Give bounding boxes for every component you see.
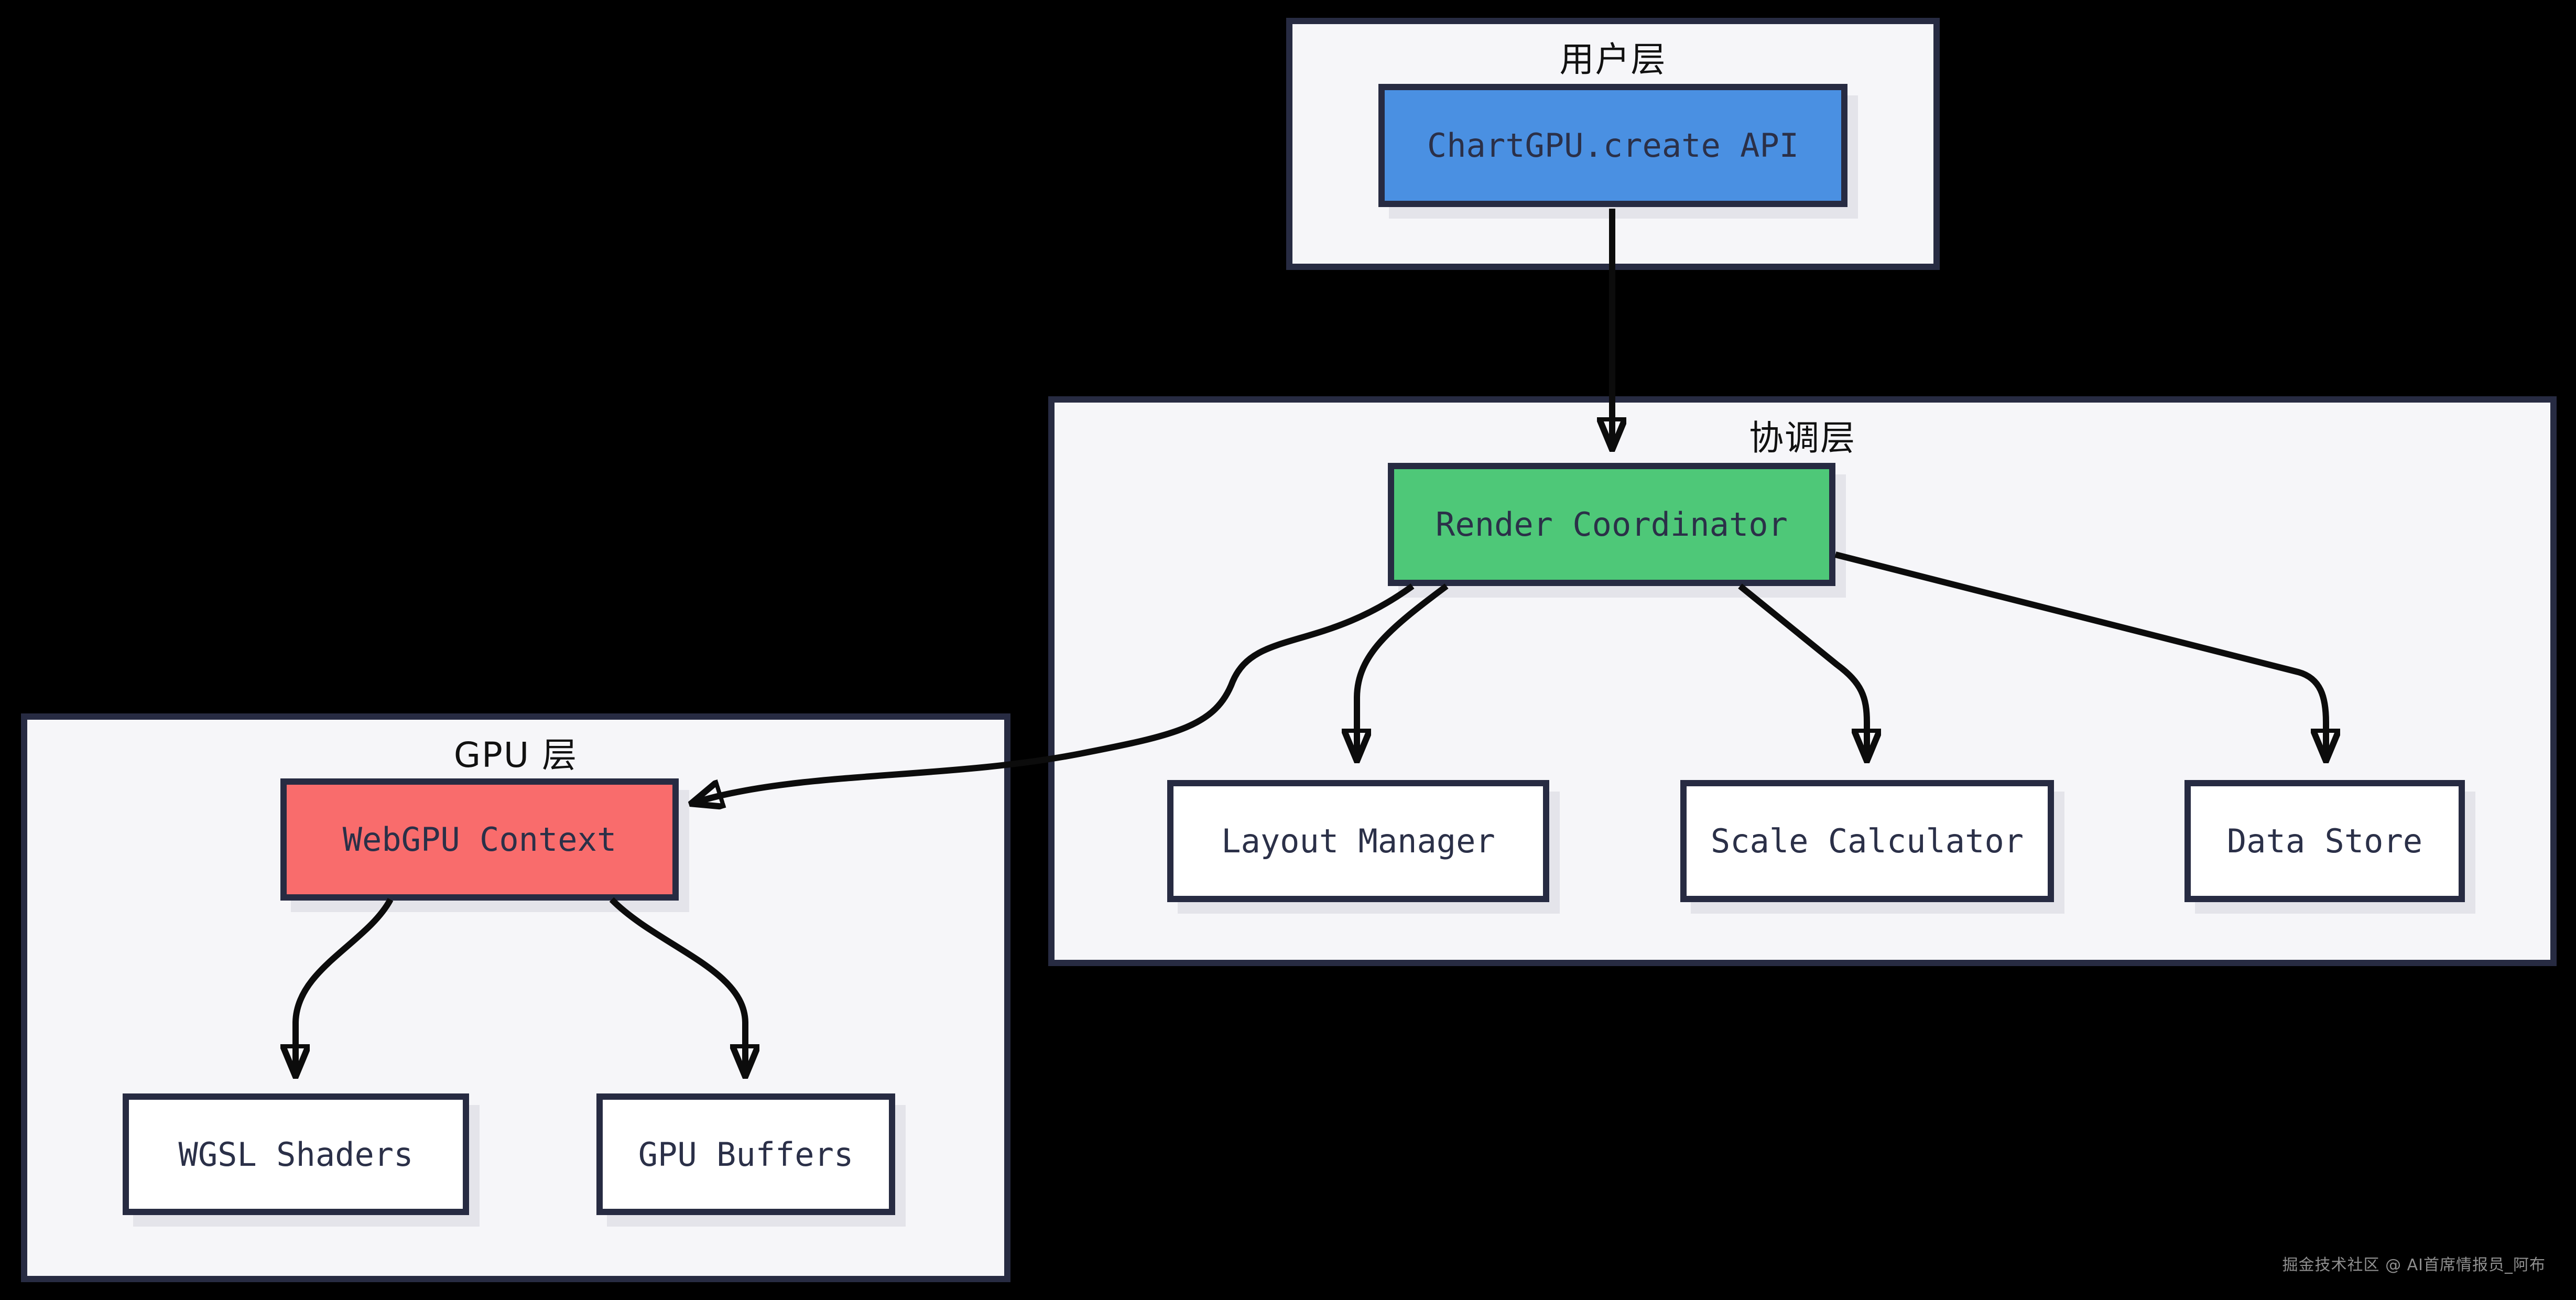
node-scale-calculator-label: Scale Calculator	[1710, 822, 2024, 860]
node-webgpu-context-label: WebGPU Context	[342, 820, 617, 859]
node-chartgpu-create-api-label: ChartGPU.create API	[1427, 126, 1799, 165]
node-layout-manager-label: Layout Manager	[1221, 822, 1495, 860]
watermark-text: 掘金技术社区 @ AI首席情报员_阿布	[2282, 1256, 2546, 1274]
node-wgsl-shaders-label: WGSL Shaders	[178, 1135, 414, 1174]
node-gpu-buffers: GPU Buffers	[596, 1093, 895, 1215]
layer-coordination-title: 协调层	[1749, 418, 1856, 458]
node-webgpu-context: WebGPU Context	[280, 778, 679, 901]
node-gpu-buffers-label: GPU Buffers	[638, 1135, 854, 1174]
node-data-store: Data Store	[2184, 780, 2465, 902]
node-render-coordinator: Render Coordinator	[1388, 463, 1835, 586]
node-render-coordinator-label: Render Coordinator	[1436, 505, 1788, 544]
layer-user-title: 用户层	[1559, 39, 1667, 80]
layer-gpu-title: GPU 层	[453, 735, 578, 775]
node-layout-manager: Layout Manager	[1167, 780, 1549, 902]
node-chartgpu-create-api: ChartGPU.create API	[1378, 84, 1847, 207]
node-data-store-label: Data Store	[2226, 822, 2423, 860]
node-scale-calculator: Scale Calculator	[1680, 780, 2054, 902]
node-wgsl-shaders: WGSL Shaders	[123, 1093, 469, 1215]
